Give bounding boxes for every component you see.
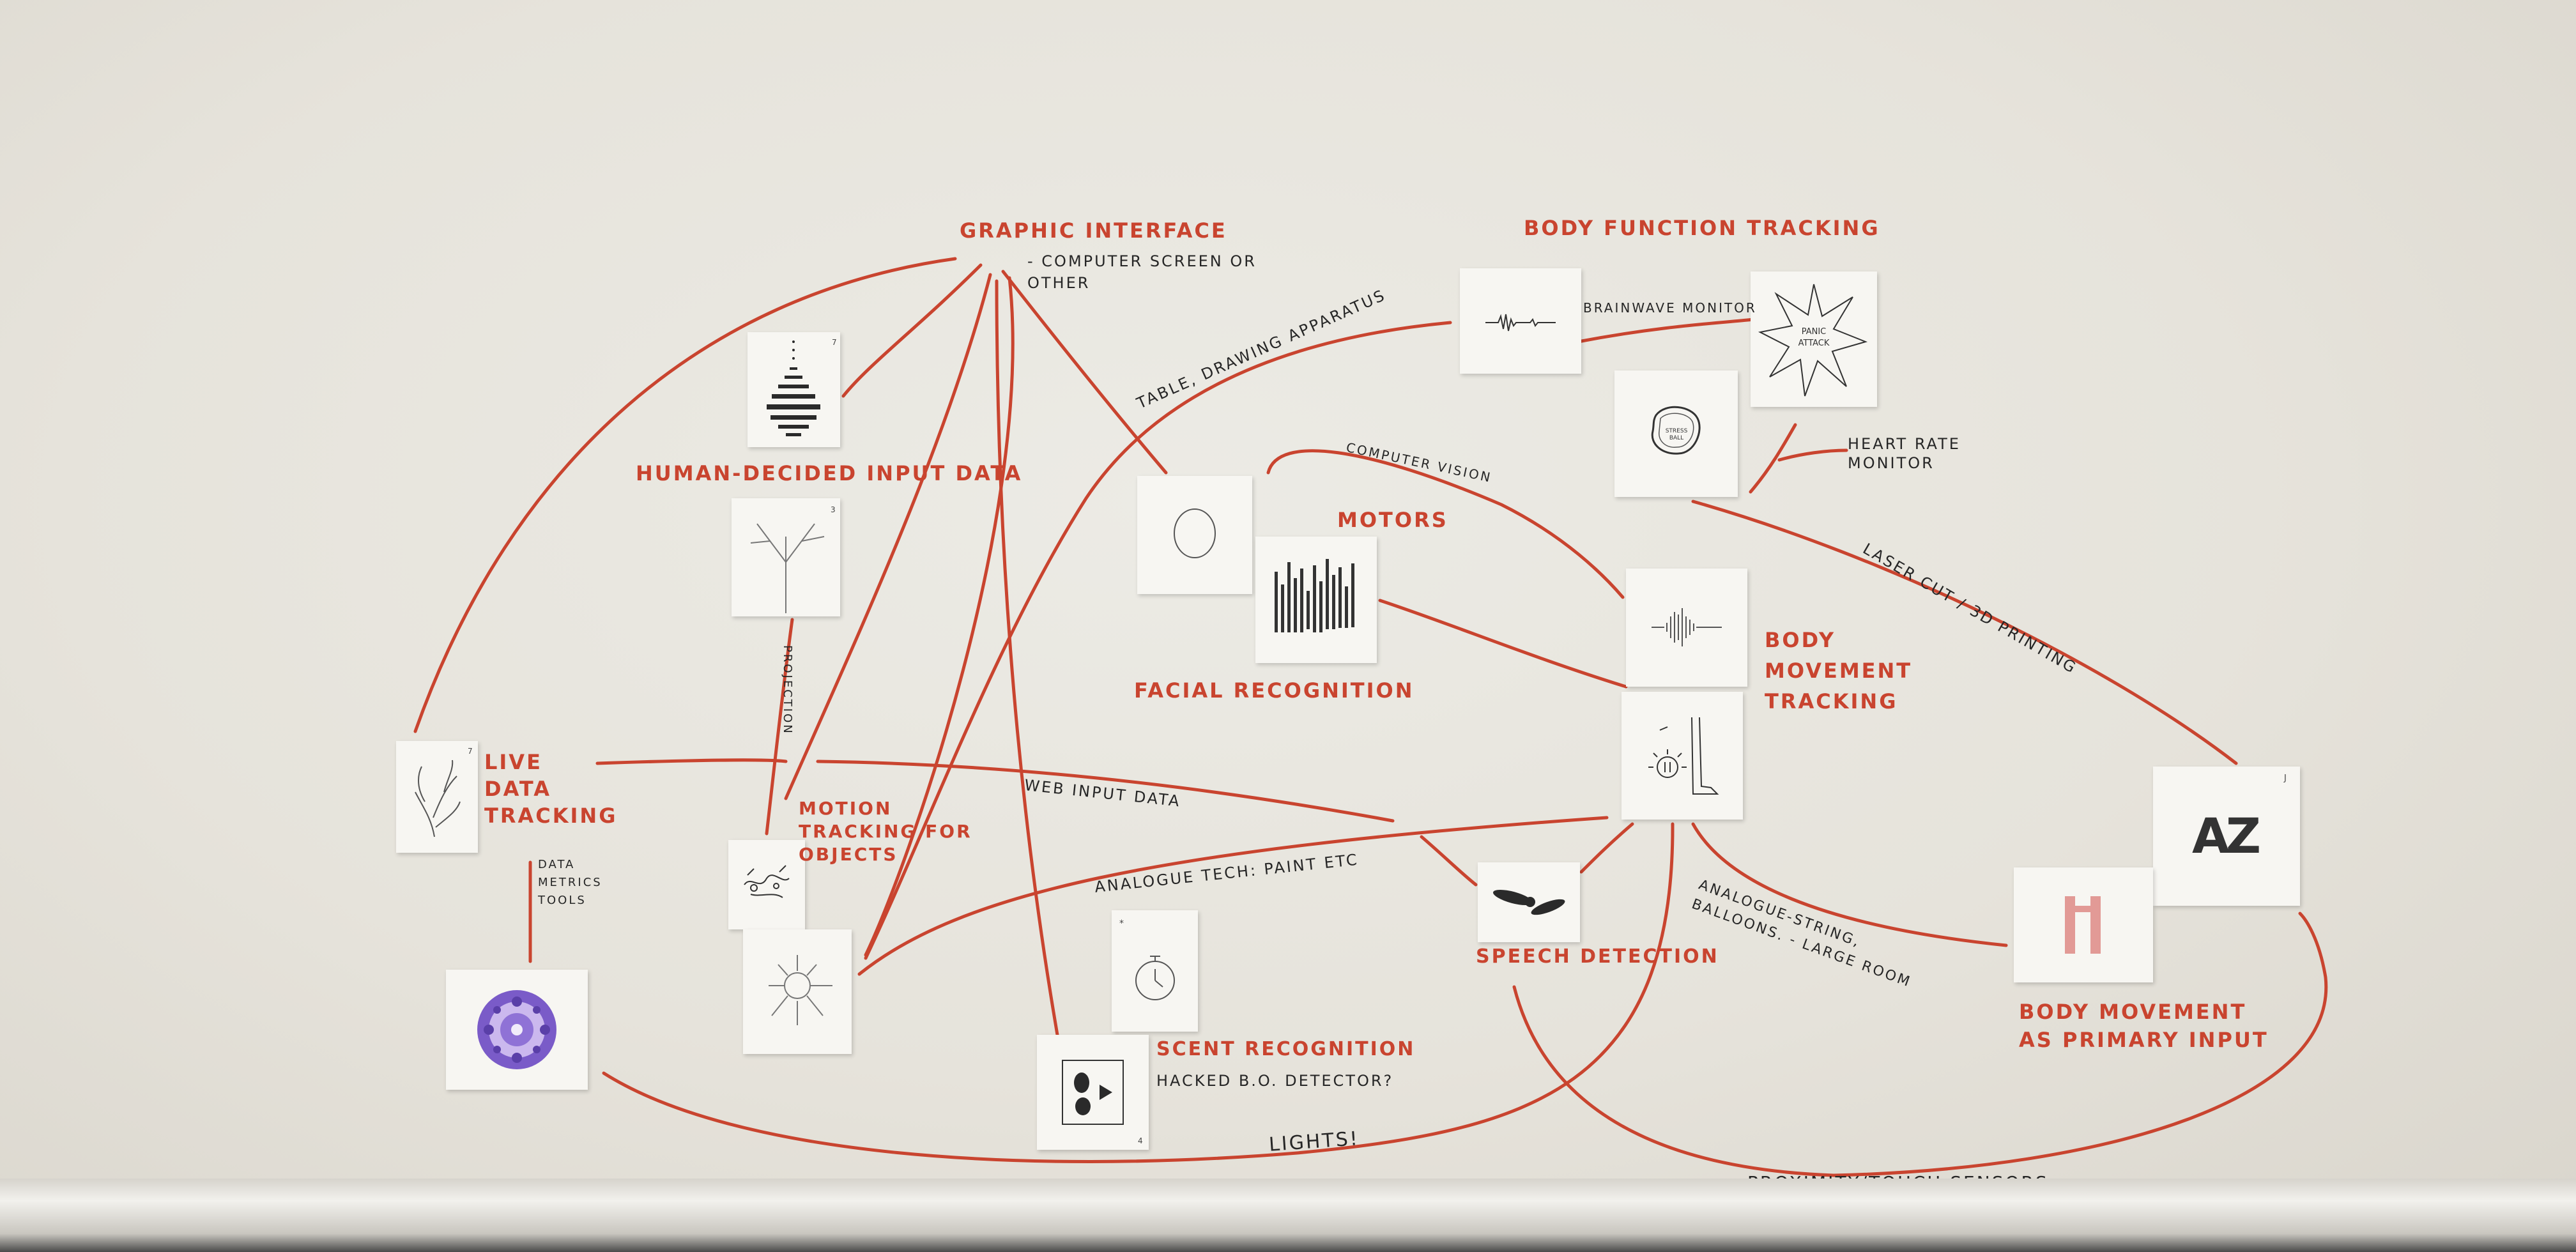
label-motion-tracking-for-objects: MOTION TRACKING FOR OBJECTS [799, 798, 972, 865]
card-vertical-bars [1255, 537, 1377, 663]
svg-text:3: 3 [831, 505, 836, 514]
svg-text:7: 7 [468, 747, 473, 756]
card-stress-ball: STRESS BALL [1614, 370, 1738, 497]
line-interface-to-projection [864, 276, 1015, 957]
label-graphic-interface-note: - COMPUTER SCREEN OR OTHER [1027, 252, 1257, 292]
line-speech [1420, 835, 1478, 887]
card-red-pattern [2014, 867, 2153, 982]
card-scent-symbol: 4 [1037, 1035, 1149, 1150]
svg-text:ATTACK: ATTACK [1798, 339, 1830, 348]
card-starburst-circle [743, 929, 852, 1054]
line-live-data-horizontal [595, 758, 788, 765]
line-web-input [816, 760, 1395, 823]
line-projection [765, 618, 794, 836]
card-purple-mandala [446, 970, 588, 1090]
label-heart-rate-monitor: HEART RATE MONITOR [1848, 435, 1961, 472]
label-brainwave-monitor: BRAINWAVE MONITOR [1583, 300, 1757, 316]
card-propeller [1478, 862, 1580, 942]
label-human-decided-input-data: HUMAN-DECIDED INPUT DATA [636, 461, 1023, 485]
label-scent-recognition: SCENT RECOGNITION [1156, 1038, 1416, 1060]
line-computer-vision [1266, 449, 1625, 599]
line-interface-to-motion [784, 273, 992, 800]
card-panic-attack: PANIC ATTACK [1751, 271, 1877, 407]
line-analogue-tech [857, 816, 1609, 976]
svg-text:7: 7 [832, 338, 837, 347]
card-az-logo: AZ J [2153, 767, 2300, 906]
line-interface-to-live-data [413, 257, 957, 733]
card-scribble-cluster [728, 840, 805, 929]
card-brainwave [1460, 268, 1581, 374]
label-hacked-bo-detector: HACKED B.O. DETECTOR? [1156, 1072, 1394, 1090]
line-interface-to-facial [1001, 270, 1168, 475]
card-diamond-stripes: 7 [747, 332, 840, 447]
label-body-movement-tracking: BODY MOVEMENT TRACKING [1765, 628, 1913, 714]
svg-text:4: 4 [1138, 1136, 1143, 1145]
label-data-metrics-tools: DATA METRICS TOOLS [538, 858, 602, 907]
svg-text:BALL: BALL [1669, 435, 1683, 441]
svg-text:STRESS: STRESS [1666, 428, 1688, 434]
label-body-function-tracking: BODY FUNCTION TRACKING [1524, 216, 1880, 240]
line-laser-cut [1691, 500, 2238, 765]
svg-text:PANIC: PANIC [1802, 327, 1827, 337]
label-speech-detection: SPEECH DETECTION [1476, 945, 1719, 968]
whiteboard-tray [0, 1179, 2576, 1252]
line-proximity [1512, 912, 2328, 1177]
svg-text:AZ: AZ [2192, 807, 2259, 864]
label-motors: MOTORS [1337, 508, 1448, 532]
label-projection: PROJECTION [781, 645, 794, 735]
line-interface-to-scent [995, 279, 1059, 1037]
card-lightbulb-leg [1621, 692, 1743, 820]
line-analogue-string [1691, 822, 2008, 947]
card-stopwatch: * [1112, 910, 1198, 1032]
line-brainwave [1576, 317, 1756, 344]
line-table-drawing [864, 321, 1452, 960]
label-facial-recognition: FACIAL RECOGNITION [1134, 678, 1414, 703]
line-body-to-speech [1579, 822, 1634, 874]
line-heart-rate [1749, 423, 1848, 494]
label-body-movement-as-primary-input: BODY MOVEMENT AS PRIMARY INPUT [2019, 1000, 2269, 1052]
line-interface-to-human-data [841, 263, 983, 398]
card-branching-tree: 3 [732, 498, 840, 616]
card-coral: 7 [396, 741, 478, 853]
line-motors [1378, 599, 1628, 689]
card-circle-sketch [1137, 476, 1252, 594]
line-lights [602, 822, 1675, 1163]
svg-text:J: J [2283, 774, 2287, 783]
card-sound-wave [1626, 569, 1747, 687]
label-graphic-interface: GRAPHIC INTERFACE [960, 218, 1227, 243]
label-live-data-tracking: LIVE DATA TRACKING [484, 750, 618, 828]
svg-text:*: * [1119, 919, 1124, 929]
